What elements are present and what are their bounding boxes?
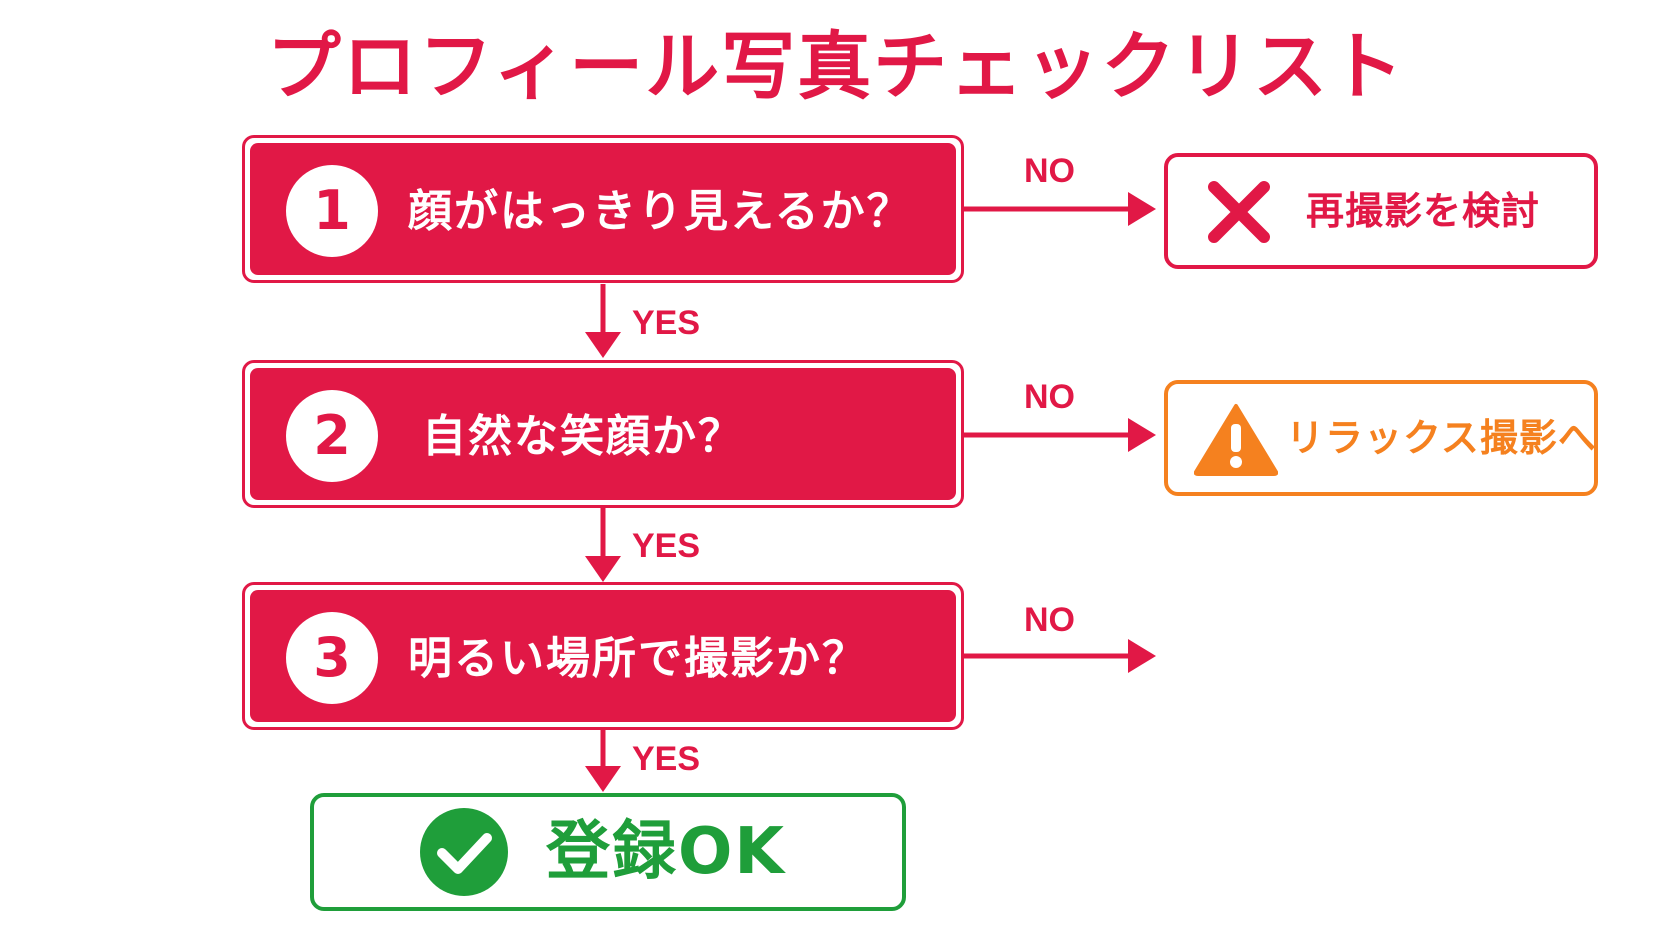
step-3-yes-label: YES (632, 740, 701, 778)
step-1-question: 顔がはっきり見えるか？ (408, 186, 913, 237)
outcome-retake-box: 再撮影を検討 (1164, 153, 1598, 269)
yes-arrowhead-2 (585, 556, 621, 582)
step-2-number: 2 (286, 390, 378, 482)
warning-icon (1194, 404, 1278, 476)
step-2-box: 2 自然な笑顔か？ (242, 360, 964, 508)
yes-arrowhead-3 (585, 766, 621, 792)
step-3-question: 明るい場所で撮影か？ (408, 633, 868, 684)
page-title: プロフィール写真チェックリスト (266, 24, 1406, 110)
step-2-no-label: NO (1024, 378, 1075, 416)
no-arrowhead-3 (1128, 639, 1156, 673)
yes-arrowhead-1 (585, 332, 621, 358)
step-3-box: 3 明るい場所で撮影か？ (242, 582, 964, 730)
step-2-question: 自然な笑顔か？ (422, 411, 744, 462)
step-1-yes-label: YES (632, 304, 701, 342)
step-3-number: 3 (286, 612, 378, 704)
step-1-number: 1 (286, 165, 378, 257)
no-arrowhead-2 (1128, 418, 1156, 452)
outcome-retake-text: 再撮影を検討 (1306, 189, 1541, 233)
step-1-no-label: NO (1024, 152, 1075, 190)
outcome-ok-box: 登録OK (310, 793, 906, 911)
outcome-relax-text: リラックス撮影へ (1286, 416, 1597, 460)
step-1-box: 1 顔がはっきり見えるか？ (242, 135, 964, 283)
no-arrowhead-1 (1128, 192, 1156, 226)
check-circle-icon (420, 808, 508, 896)
outcome-ok-text: 登録OK (546, 815, 786, 889)
step-2-yes-label: YES (632, 527, 701, 565)
outcome-relax-box: リラックス撮影へ (1164, 380, 1598, 496)
x-mark-icon (1208, 181, 1270, 243)
step-3-no-label: NO (1024, 601, 1075, 639)
